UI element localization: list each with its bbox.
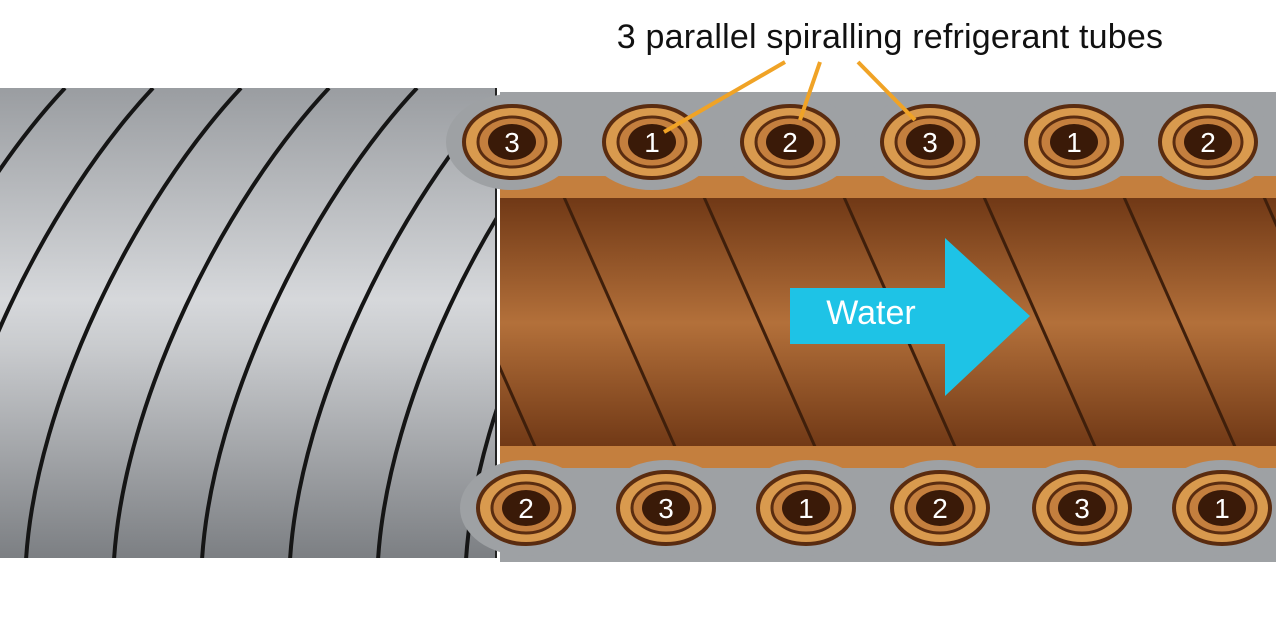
tube-number: 2 [1200, 127, 1216, 158]
top-tube-2: 1 [586, 94, 718, 190]
groove-line [376, 215, 496, 558]
rib-line [698, 188, 822, 458]
rib-line [978, 188, 1102, 458]
top-tube-5: 1 [1008, 94, 1140, 190]
bottom-tube-3: 1 [740, 460, 872, 556]
leader-lines [662, 60, 917, 134]
top-tube-row: 3 1 2 3 1 2 [446, 94, 1274, 190]
tube-bore [766, 124, 814, 160]
tube-bore [1058, 490, 1106, 526]
tube-bore [1198, 490, 1246, 526]
groove-line [200, 88, 419, 558]
bottom-tube-6: 1 [1156, 460, 1276, 556]
outer-shell [0, 88, 496, 558]
groove-line [24, 88, 243, 558]
tube-bore [782, 490, 830, 526]
rib-line [1118, 188, 1242, 458]
tube-bore [916, 490, 964, 526]
tube-number: 1 [1214, 493, 1230, 524]
tube-bore [1184, 124, 1232, 160]
top-tube-4: 3 [864, 94, 996, 190]
tube-number: 2 [782, 127, 798, 158]
leader-line-tube-1 [662, 60, 787, 134]
groove-line [0, 88, 67, 174]
leader-line-tube-3 [856, 60, 917, 122]
tube-number: 2 [932, 493, 948, 524]
bottom-tube-1: 2 [460, 460, 592, 556]
bottom-tube-row: 2 3 1 2 3 1 [460, 460, 1276, 556]
bottom-tube-5: 3 [1016, 460, 1148, 556]
tube-number: 3 [504, 127, 520, 158]
tube-number: 3 [658, 493, 674, 524]
bottom-tube-4: 2 [874, 460, 1006, 556]
arrow-right-icon [790, 238, 1030, 396]
top-tube-6: 2 [1142, 94, 1274, 190]
tube-bore [1050, 124, 1098, 160]
groove-line [0, 88, 155, 333]
tube-bore [502, 490, 550, 526]
cutaway-view: 3 1 2 3 1 2 2 3 1 2 3 1 [446, 92, 1276, 562]
tube-bore [628, 124, 676, 160]
water-flow-label: Water [826, 294, 916, 332]
groove-line [112, 88, 331, 558]
top-tube-1: 3 [446, 94, 578, 190]
tube-number: 1 [798, 493, 814, 524]
lower-wall [500, 446, 1276, 468]
tube-bore [906, 124, 954, 160]
tube-number: 3 [1074, 493, 1090, 524]
top-tube-3: 2 [724, 94, 856, 190]
caption: 3 parallel spiralling refrigerant tubes [616, 18, 1164, 56]
tube-bore [642, 490, 690, 526]
rib-line [558, 188, 682, 458]
tube-number: 3 [922, 127, 938, 158]
tube-number: 1 [644, 127, 660, 158]
leader-line-tube-2 [798, 61, 822, 121]
tube-number: 2 [518, 493, 534, 524]
tube-bore [488, 124, 536, 160]
outer-tube-exterior [0, 88, 497, 558]
bottom-tube-2: 3 [600, 460, 732, 556]
rib-line [500, 364, 542, 458]
tube-number: 1 [1066, 127, 1082, 158]
